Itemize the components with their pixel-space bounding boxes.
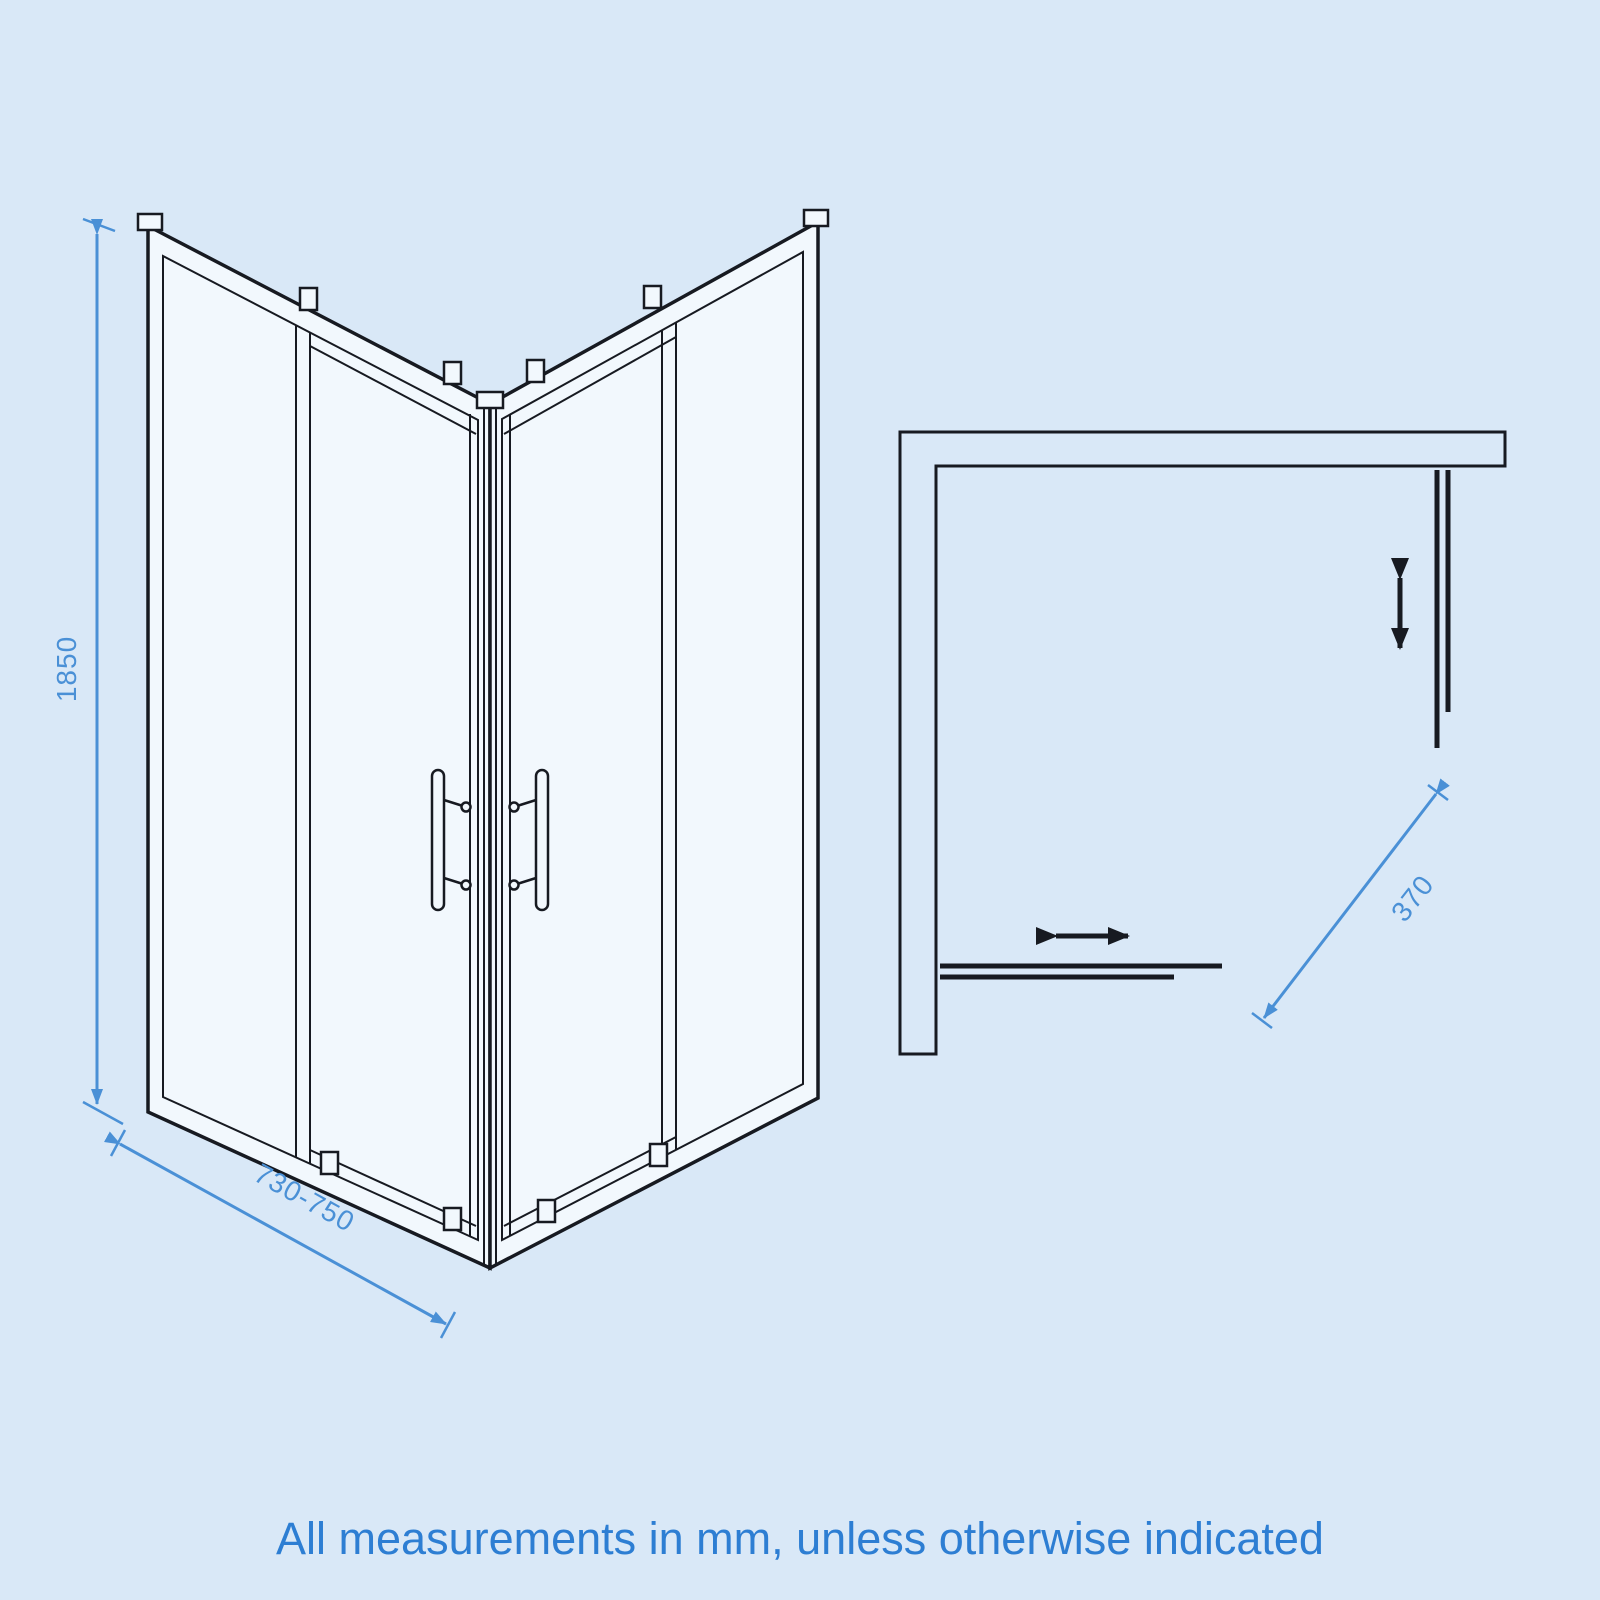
plan-view: 370 — [898, 430, 1507, 1056]
right-frame-inner — [501, 250, 804, 1242]
height-dimension-label: 1850 — [51, 636, 82, 702]
dimension-tick — [109, 1129, 127, 1157]
dimension-tick — [439, 1311, 457, 1339]
depth-dimension: 370 — [1251, 778, 1450, 1029]
top-cap-left — [136, 212, 164, 232]
right-glass-panel — [488, 219, 820, 1271]
footer-note: All measurements in mm, unless otherwise… — [276, 1513, 1324, 1564]
right-door-bottom-rail — [503, 1136, 677, 1227]
roller-bracket — [648, 1142, 669, 1168]
roller-bracket — [642, 284, 663, 310]
roller-bracket — [536, 1198, 557, 1224]
right-door-handle — [534, 768, 550, 912]
depth-dimension-line — [1262, 778, 1450, 1019]
roller-bracket — [525, 358, 546, 384]
width-dimension-line — [103, 1131, 447, 1326]
handle-stem — [443, 876, 464, 886]
handle-stem — [516, 798, 537, 808]
top-cap-corner — [475, 390, 505, 410]
dimension-tick — [82, 1100, 124, 1126]
perspective-view: 1850 730-750 — [51, 208, 830, 1339]
dimension-tick — [1427, 784, 1449, 801]
right-door-top-rail — [503, 336, 677, 435]
roller-bracket — [442, 1206, 463, 1232]
handle-stem — [443, 798, 464, 808]
dimension-tick — [1251, 1012, 1273, 1029]
plan-walls — [898, 430, 1507, 1056]
handle-mount — [460, 879, 472, 891]
handle-mount — [508, 801, 520, 813]
roller-bracket — [442, 360, 463, 386]
top-cap-right — [802, 208, 830, 228]
handle-mount — [508, 879, 520, 891]
left-glass-panel — [146, 223, 492, 1271]
left-door-handle — [430, 768, 446, 912]
roller-bracket — [298, 286, 319, 312]
left-door-top-rail — [309, 345, 477, 435]
height-dimension: 1850 — [51, 217, 124, 1126]
handle-stem — [516, 876, 537, 886]
depth-dimension-label: 370 — [1385, 869, 1440, 927]
dimension-tick — [82, 217, 116, 233]
handle-mount — [460, 801, 472, 813]
door-handles — [430, 768, 550, 912]
left-frame-inner — [162, 254, 479, 1242]
roller-bracket — [319, 1150, 340, 1176]
